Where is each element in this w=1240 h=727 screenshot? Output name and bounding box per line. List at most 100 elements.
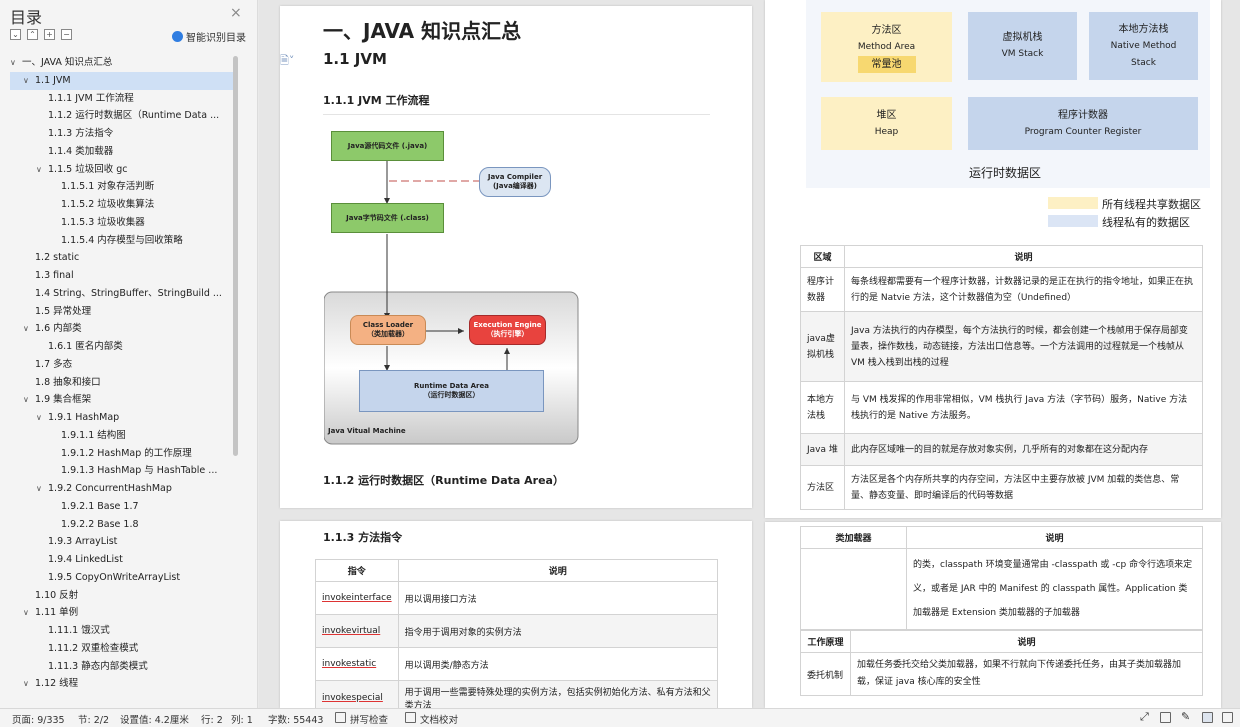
pc-label: 程序计数器 — [1058, 109, 1108, 121]
proofread-button[interactable]: 文档校对 — [420, 715, 459, 726]
toc-item[interactable]: 1.1.2 运行时数据区（Runtime Data ... — [10, 107, 234, 125]
page-view-icon[interactable] — [1202, 712, 1213, 723]
chevron-down-icon[interactable]: ∨ — [23, 395, 29, 405]
chevron-down-icon[interactable]: ∨ — [36, 484, 42, 493]
table-cell: 用以调用接口方法 — [397, 581, 719, 615]
table-cell: 用于调用一些需要特殊处理的实例方法，包括实例初始化方法、私有方法和父类方法 — [397, 680, 719, 708]
toc-item-label: 1.2 static — [35, 252, 80, 264]
read-mode-icon[interactable] — [1160, 712, 1171, 723]
toc-item[interactable]: ∨ 1.9 集合框架 — [10, 391, 234, 409]
ai-icon — [172, 31, 183, 42]
toc-item[interactable]: 1.1.5.4 内存模型与回收策略 — [10, 232, 234, 250]
add-item-icon[interactable]: + — [44, 29, 55, 40]
toc-item[interactable]: ∨1.12 线程 — [10, 675, 234, 693]
table-cell: 加载任务委托交给父类加载器，如果不行就向下传递委托任务，由其子类加载器加载，保证… — [850, 652, 1203, 696]
toc-item[interactable]: 1.1.5.3 垃圾收集器 — [10, 214, 234, 232]
toc-item[interactable]: 1.11.2 双重检查模式 — [10, 640, 234, 658]
toc-item[interactable]: ∨一、JAVA 知识点汇总 — [10, 54, 234, 72]
toc-item[interactable]: 1.11.3 静态内部类模式 — [10, 658, 234, 676]
table-row: 本地方法栈与 VM 栈发挥的作用非常相似，VM 栈执行 Java 方法（字节码）… — [800, 381, 1203, 434]
method-area-box: 方法区 Method Area 常量池 — [821, 12, 952, 82]
toc-item[interactable]: 1.3 final — [10, 267, 234, 285]
toc-item[interactable]: ∨ 1.9.2 ConcurrentHashMap — [10, 480, 234, 498]
flow-runtime-label: Runtime Data Area （运行时数据区） — [414, 382, 489, 399]
toc-item[interactable]: 1.5 异常处理 — [10, 303, 234, 321]
toc-item[interactable]: 1.9.5 CopyOnWriteArrayList — [10, 569, 234, 587]
toc-item-label: 1.5 异常处理 — [35, 305, 92, 317]
toc-item[interactable]: 1.8 抽象和接口 — [10, 374, 234, 392]
sidebar-scrollbar[interactable] — [233, 56, 238, 456]
flow-runtime-box: Runtime Data Area （运行时数据区） — [359, 370, 544, 412]
chevron-down-icon[interactable]: ∨ — [23, 75, 29, 85]
toc-item[interactable]: ∨1.9.1 HashMap — [10, 409, 234, 427]
flow-bytecode-box: Java字节码文件 (.class) — [331, 203, 444, 233]
table-header-row: 类加载器说明 — [800, 526, 1203, 549]
status-bar: 页面: 9/335 节: 2/2 设置值: 4.2厘米 行: 2 列: 1 字数… — [0, 708, 1240, 727]
table-cell: invokeinterface — [315, 581, 399, 615]
jvm-label: Java Vitual Machine — [328, 427, 406, 435]
toc-item[interactable]: 1.9.2.2 Base 1.8 — [10, 516, 234, 534]
toc-item-label: 1.9.2 ConcurrentHashMap — [48, 483, 172, 494]
table-header-cell: 说明 — [844, 245, 1203, 268]
runtime-area-table: 区域说明 程序计数器每条线程都需要有一个程序计数器，计数器记录的是正在执行的指令… — [800, 245, 1203, 510]
toc-item[interactable]: ∨1.11 单例 — [10, 604, 234, 622]
toc-item[interactable]: 1.9.1.2 HashMap 的工作原理 — [10, 445, 234, 463]
toc-item[interactable]: 1.9.3 ArrayList — [10, 533, 234, 551]
chevron-down-icon[interactable]: ∨ — [10, 58, 16, 67]
fullscreen-icon[interactable]: ⤢ — [1140, 710, 1149, 723]
toc-item[interactable]: 1.1.5.1 对象存活判断 — [10, 178, 234, 196]
toc-item[interactable]: 1.10 反射 — [10, 587, 234, 605]
table-cell: 每条线程都需要有一个程序计数器，计数器记录的是正在执行的指令地址，如果正在执行的… — [844, 267, 1203, 312]
toc-item[interactable]: 1.7 多态 — [10, 356, 234, 374]
toc-item[interactable]: 1.4 String、StringBuffer、StringBuild ... — [10, 285, 234, 303]
table-cell: invokestatic — [315, 647, 399, 681]
toc-item[interactable]: 1.1.5.2 垃圾收集算法 — [10, 196, 234, 214]
toc-item[interactable]: 1.9.2.1 Base 1.7 — [10, 498, 234, 516]
collapse-all-icon[interactable]: ⌃ — [27, 29, 38, 40]
table-cell — [800, 548, 907, 630]
status-words[interactable]: 字数: 55443 — [268, 715, 324, 726]
sidebar-title: 目录 — [10, 8, 43, 27]
chevron-down-icon[interactable]: ∨ — [36, 413, 42, 422]
edit-icon[interactable]: ✎ — [1181, 710, 1191, 723]
chevron-down-icon[interactable]: ∨ — [23, 679, 29, 689]
toc-item[interactable]: 1.11.1 饿汉式 — [10, 622, 234, 640]
toc-item[interactable]: 1.1.1 JVM 工作流程 — [10, 90, 234, 108]
close-icon[interactable]: × — [230, 5, 242, 21]
toc-item-label: 1.7 多态 — [35, 358, 73, 370]
toc-item[interactable]: 1.2 static — [10, 249, 234, 267]
chevron-down-icon[interactable]: ∨ — [23, 324, 29, 334]
native-stack-box: 本地方法栈 Native Method Stack — [1089, 12, 1198, 80]
ai-toc-button[interactable]: 智能识别目录 — [172, 29, 246, 44]
toc-item[interactable]: 1.6.1 匿名内部类 — [10, 338, 234, 356]
table-cell: 与 VM 栈发挥的作用非常相似，VM 栈执行 Java 方法（字节码）服务，Na… — [844, 381, 1203, 434]
remove-item-icon[interactable]: − — [61, 29, 72, 40]
toc-item-label: 1.9 集合框架 — [35, 394, 92, 406]
toc-item[interactable]: ∨1.1 JVM — [10, 71, 234, 90]
toc-item-label: 1.1.5.2 垃圾收集算法 — [61, 199, 155, 210]
memory-caption: 运行时数据区 — [969, 166, 1042, 180]
chevron-down-icon[interactable]: ∨ — [23, 608, 29, 618]
toc-item[interactable]: 1.1.4 类加载器 — [10, 143, 234, 161]
table-row: 程序计数器每条线程都需要有一个程序计数器，计数器记录的是正在执行的指令地址，如果… — [800, 267, 1203, 312]
toc-item-label: 1.11.3 静态内部类模式 — [48, 660, 148, 672]
spell-check-button[interactable]: 拼写检查 — [350, 715, 389, 726]
chevron-down-icon[interactable]: ∨ — [36, 164, 42, 174]
page-nav-icon[interactable]: 🗎˅ — [280, 54, 295, 67]
expand-all-icon[interactable]: ⌄ — [10, 29, 21, 40]
flow-classloader-label: Class Loader （类加载器） — [362, 321, 414, 338]
toc-item[interactable]: 1.9.4 LinkedList — [10, 551, 234, 569]
legend-private-label: 线程私有的数据区 — [1102, 216, 1190, 229]
status-page[interactable]: 页面: 9/335 — [12, 715, 65, 726]
toc-item[interactable]: 1.9.1.3 HashMap 与 HashTable ... — [10, 462, 234, 480]
toc-item[interactable]: ∨1.6 内部类 — [10, 320, 234, 338]
toc-item[interactable]: 1.1.3 方法指令 — [10, 125, 234, 143]
outline-view-icon[interactable] — [1222, 712, 1233, 723]
table-cell: invokevirtual — [315, 614, 399, 648]
native-stack-en: Native Method Stack — [1110, 40, 1177, 68]
toc-item-label: 1.11.1 饿汉式 — [48, 625, 110, 636]
toc-item[interactable]: ∨1.1.5 垃圾回收 gc — [10, 161, 234, 179]
toc-item[interactable]: 1.9.1.1 结构图 — [10, 427, 234, 445]
